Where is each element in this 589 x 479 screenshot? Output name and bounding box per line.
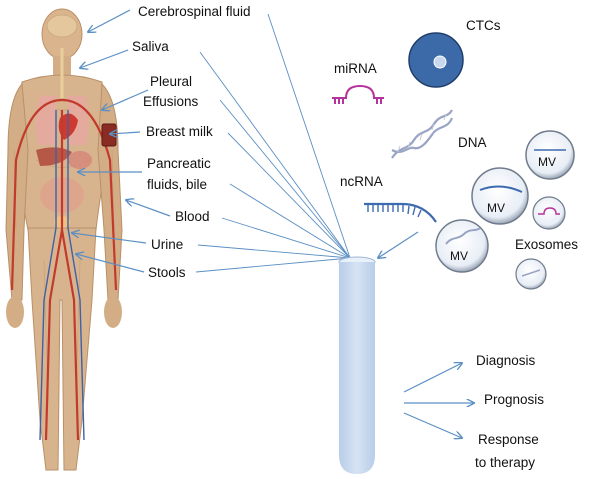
label-blood: Blood xyxy=(175,209,210,224)
label-breast-milk: Breast milk xyxy=(146,124,213,139)
mv-vesicle-bottom: MV xyxy=(435,219,489,273)
mv-vesicle-middle: MV xyxy=(471,167,529,225)
label-cerebrospinal-fluid: Cerebrospinal fluid xyxy=(138,4,251,19)
label-diagnosis: Diagnosis xyxy=(476,353,536,368)
label-saliva: Saliva xyxy=(132,39,169,54)
mirna-vesicle xyxy=(532,196,566,230)
label-to-therapy: to therapy xyxy=(475,455,535,470)
ctc-cell-icon xyxy=(408,32,464,88)
label-fluids-bile: fluids, bile xyxy=(147,177,207,192)
label-exosomes: Exosomes xyxy=(515,237,578,252)
ncrna-icon xyxy=(364,202,437,223)
mv-label-bottom: MV xyxy=(450,249,468,263)
mv-vesicle-top: MV xyxy=(525,130,575,180)
mv-label-top: MV xyxy=(538,155,556,169)
label-response: Response xyxy=(478,432,539,447)
fluid-pointer-arrows xyxy=(72,9,171,273)
mirna-icon xyxy=(332,84,384,104)
mv-label-middle: MV xyxy=(487,201,505,215)
label-pleural: Pleural xyxy=(150,74,192,89)
label-urine: Urine xyxy=(151,237,183,252)
human-body-illustration xyxy=(5,8,123,471)
small-vesicle xyxy=(515,258,547,290)
outcome-arrows xyxy=(403,363,474,438)
label-ncrna: ncRNA xyxy=(340,174,383,189)
label-effusions: Effusions xyxy=(143,94,199,109)
label-pancreatic: Pancreatic xyxy=(147,156,211,171)
dna-helix-icon xyxy=(391,109,454,159)
label-prognosis: Prognosis xyxy=(484,392,544,407)
label-ctcs: CTCs xyxy=(466,18,501,33)
label-dna: DNA xyxy=(458,135,487,150)
label-mirna: miRNA xyxy=(334,61,377,76)
label-stools: Stools xyxy=(148,265,186,280)
convergence-lines xyxy=(195,13,351,273)
test-tube xyxy=(338,256,376,474)
exosome-to-tube-arrow xyxy=(378,231,419,258)
